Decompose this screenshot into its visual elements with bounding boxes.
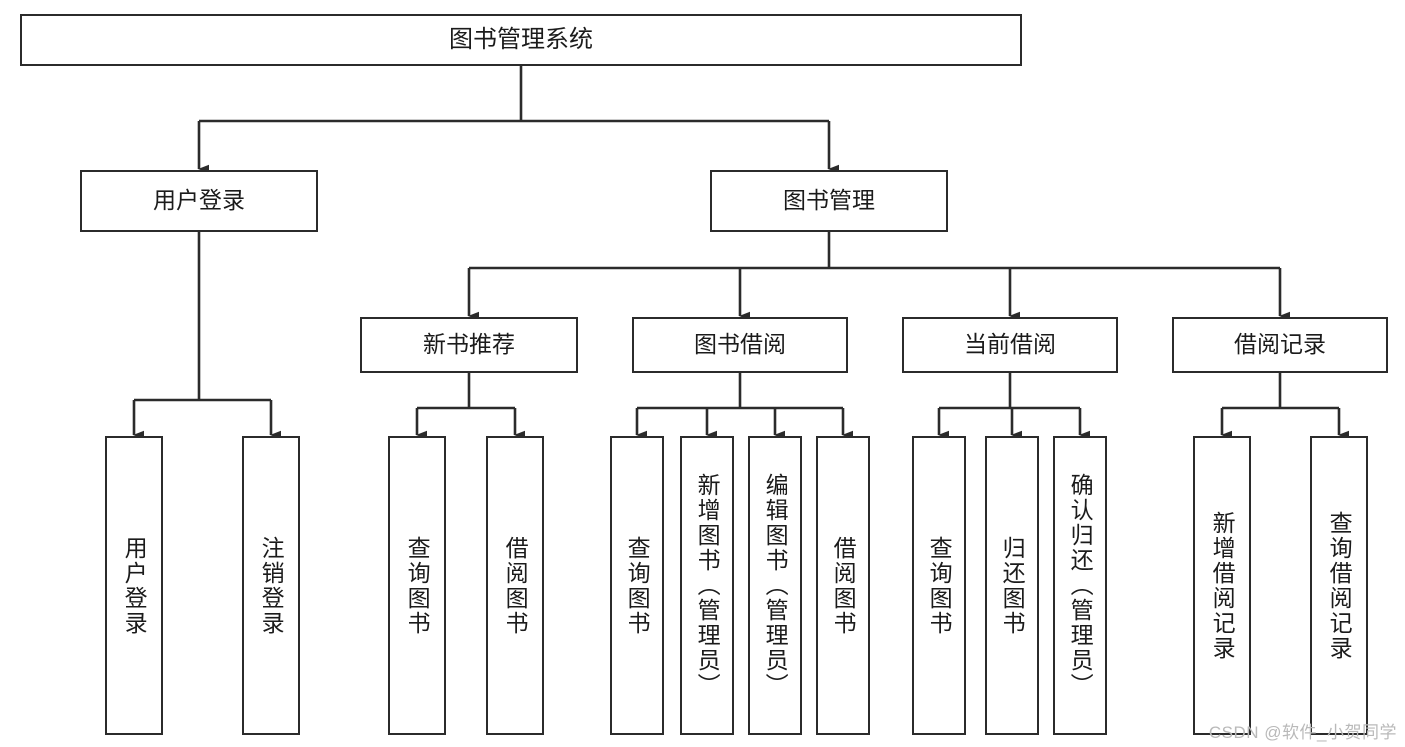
node-root[interactable]: 图书管理系统 [20, 14, 1022, 66]
node-bookmgmt[interactable]: 图书管理 [710, 170, 948, 232]
node-b_query[interactable]: 查询图书 [610, 436, 664, 735]
node-label-b_query: 查询图书 [624, 535, 651, 636]
node-label-c_return: 归还图书 [999, 535, 1026, 636]
node-c_confirm[interactable]: 确认归还（管理员） [1053, 436, 1107, 735]
node-label-b_add: 新增图书（管理员） [694, 473, 721, 698]
node-label-borrow: 图书借阅 [694, 331, 786, 358]
node-label-b_lend: 借阅图书 [830, 535, 857, 636]
node-newbook[interactable]: 新书推荐 [360, 317, 578, 373]
node-b_add[interactable]: 新增图书（管理员） [680, 436, 734, 735]
node-label-root: 图书管理系统 [449, 25, 593, 53]
node-borrow[interactable]: 图书借阅 [632, 317, 848, 373]
node-label-records: 借阅记录 [1234, 331, 1326, 358]
edge-group [132, 66, 1349, 440]
node-label-l_logout: 注销登录 [258, 535, 285, 636]
node-c_return[interactable]: 归还图书 [985, 436, 1039, 735]
node-label-n_query: 查询图书 [404, 535, 431, 636]
node-login[interactable]: 用户登录 [80, 170, 318, 232]
node-label-l_login: 用户登录 [121, 535, 148, 636]
node-label-current: 当前借阅 [964, 331, 1056, 358]
node-label-bookmgmt: 图书管理 [783, 187, 875, 214]
node-current[interactable]: 当前借阅 [902, 317, 1118, 373]
node-label-r_add: 新增借阅记录 [1209, 510, 1236, 661]
node-records[interactable]: 借阅记录 [1172, 317, 1388, 373]
node-n_query[interactable]: 查询图书 [388, 436, 446, 735]
node-r_query[interactable]: 查询借阅记录 [1310, 436, 1368, 735]
node-b_lend[interactable]: 借阅图书 [816, 436, 870, 735]
node-label-r_query: 查询借阅记录 [1326, 510, 1353, 661]
node-c_query[interactable]: 查询图书 [912, 436, 966, 735]
node-label-n_borrow: 借阅图书 [502, 535, 529, 636]
node-label-c_confirm: 确认归还（管理员） [1067, 473, 1094, 698]
node-b_edit[interactable]: 编辑图书（管理员） [748, 436, 802, 735]
node-label-login: 用户登录 [153, 187, 245, 214]
node-l_login[interactable]: 用户登录 [105, 436, 163, 735]
node-l_logout[interactable]: 注销登录 [242, 436, 300, 735]
node-n_borrow[interactable]: 借阅图书 [486, 436, 544, 735]
node-label-newbook: 新书推荐 [423, 331, 515, 358]
node-label-b_edit: 编辑图书（管理员） [762, 473, 789, 698]
node-label-c_query: 查询图书 [926, 535, 953, 636]
node-r_add[interactable]: 新增借阅记录 [1193, 436, 1251, 735]
